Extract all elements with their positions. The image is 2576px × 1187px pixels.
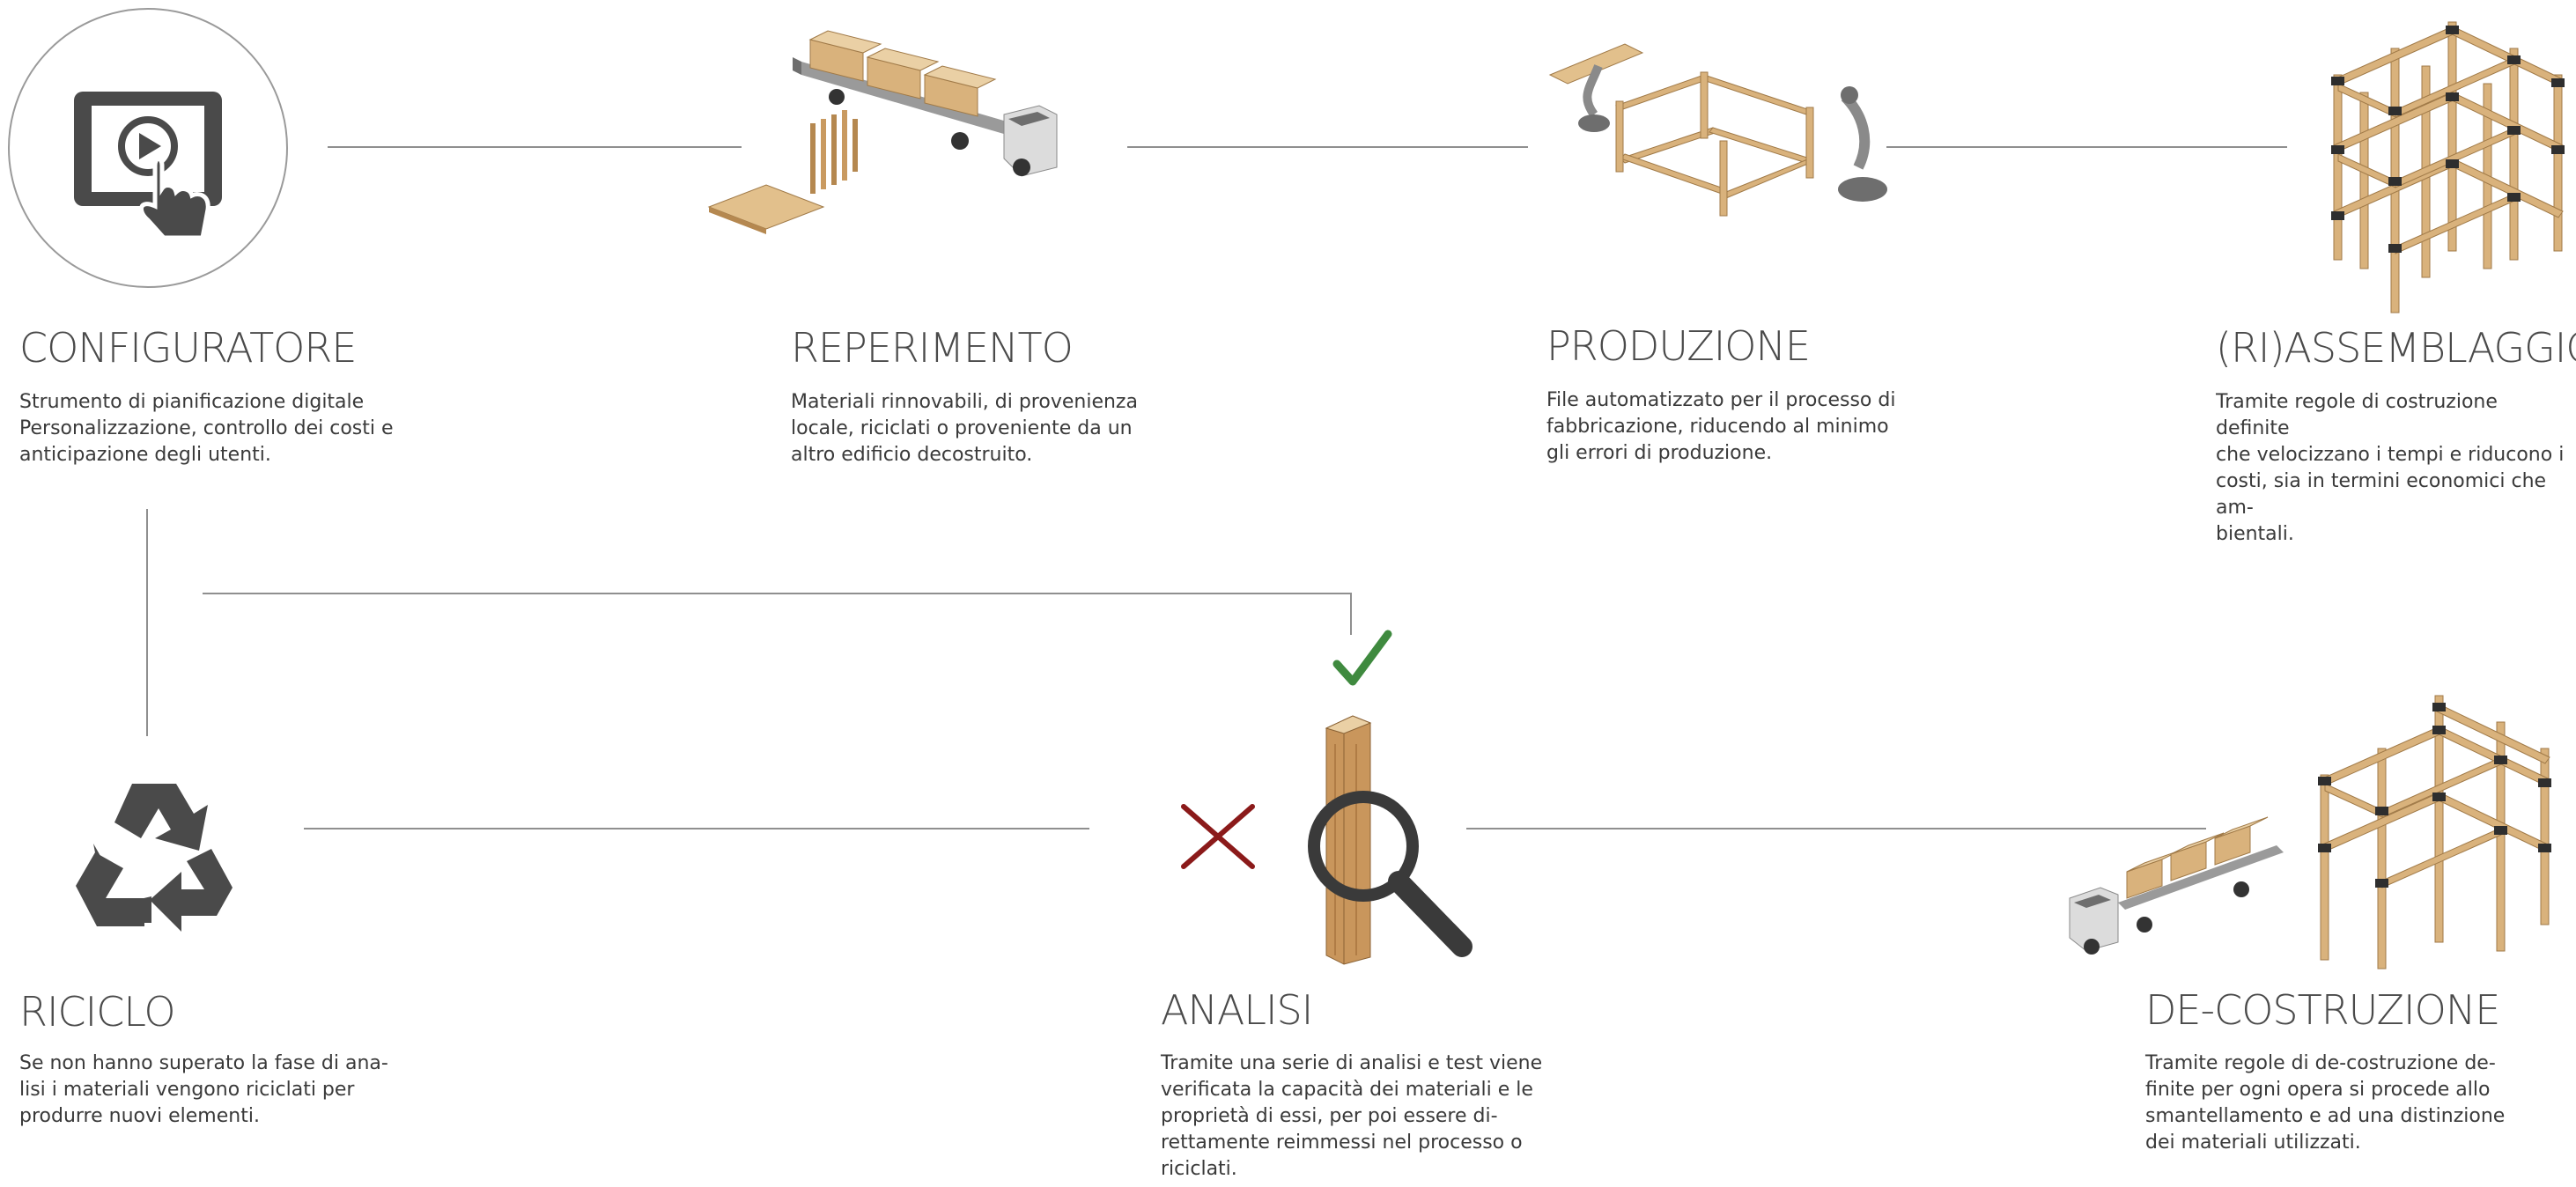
cross-icon [1181,804,1255,869]
configuratore-icon [7,7,289,289]
reperimento-description: Materiali rinnovabili, di provenienza lo… [791,391,1138,466]
magnifier-timber-icon [1308,715,1473,965]
connector-riciclo-analisi [304,828,1089,829]
produzione-icon [1546,26,1898,247]
riassemblaggio-description: Tramite regole di costruzione definite c… [2216,391,2565,545]
riciclo-title: RICICLO [19,988,176,1036]
deconstruction-truck-icon [2069,695,2551,970]
configuratore-description: Strumento di pianificazione digitale Per… [19,391,394,466]
connector-reperimento-produzione [1127,146,1528,148]
analisi-title: ANALISI [1161,986,1313,1034]
connector-configuratore-riciclo [146,509,148,736]
timber-truck-icon [707,30,1058,234]
riciclo-description: Se non hanno superato la fase di ana- li… [19,1052,388,1127]
recycle-icon [76,784,233,932]
decostruzione-title: DE-COSTRUZIONE [2145,986,2500,1034]
connector-configuratore-reperimento [328,146,742,148]
riassemblaggio-icon [2307,13,2572,313]
riassemblaggio-title: (RI)ASSEMBLAGGIO [2216,324,2576,372]
analisi-icon [1286,709,1473,965]
check-icon [1332,630,1392,686]
decostruzione-icon [2065,687,2576,986]
configuratore-title: CONFIGURATORE [19,324,357,372]
connector-feedback-to-analisi [203,593,1352,594]
timber-frame-structure-icon [2331,21,2565,313]
reperimento-title: REPERIMENTO [791,324,1074,372]
riciclo-icon [70,775,238,933]
produzione-description: File automatizzato per il processo di fa… [1546,389,1896,464]
robotic-arm-frame-icon [1548,43,1887,217]
connector-produzione-riassemblaggio [1886,146,2287,148]
connector-analisi-decostruzione [1466,828,2206,829]
decostruzione-description: Tramite regole di de-costruzione de- fin… [2145,1052,2506,1154]
tablet-touch-play-icon [8,8,288,288]
reperimento-icon [705,26,1066,247]
connector-feedback-drop [1350,593,1352,635]
analisi-description: Tramite una serie di analisi e test vien… [1161,1052,1543,1180]
produzione-title: PRODUZIONE [1546,322,1811,370]
